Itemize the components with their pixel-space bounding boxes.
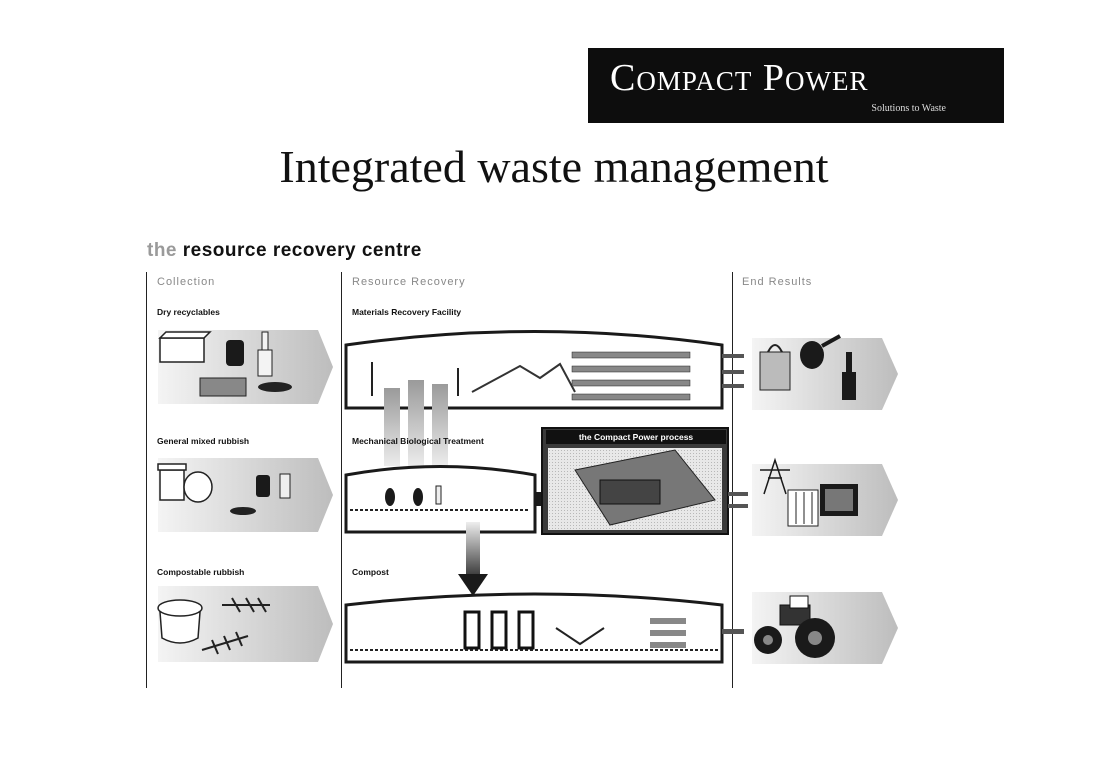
label-materials-recovery: Materials Recovery Facility (352, 307, 462, 317)
collection-arrow-compost (158, 586, 333, 662)
newspaper-icon (199, 377, 247, 397)
sorting-bays (571, 351, 691, 401)
pylon-icon (760, 457, 790, 495)
shopping-bag-icon (759, 344, 791, 391)
divider-right (732, 272, 733, 688)
column-end-results: End Results (742, 276, 813, 288)
compost-building (344, 592, 724, 664)
food-scraps-icon (230, 507, 256, 515)
tractor-icon (754, 595, 835, 658)
tree-icon (222, 597, 270, 613)
column-resource-recovery: Resource Recovery (352, 276, 466, 288)
radiator-icon (787, 489, 819, 527)
transfer-column-1 (384, 388, 400, 466)
label-mechanical-biological: Mechanical Biological Treatment (352, 436, 484, 446)
bin-icon (157, 463, 187, 501)
logo-tagline: Solutions to Waste (871, 103, 946, 114)
can-icon (226, 340, 244, 366)
divider-middle (341, 272, 342, 688)
watering-can-icon (800, 334, 841, 369)
label-general-mixed: General mixed rubbish (157, 436, 250, 446)
label-dry-recyclables: Dry recyclables (157, 307, 220, 317)
can-icon (256, 475, 270, 497)
divider-left (146, 272, 147, 688)
bottle-icon (257, 331, 273, 377)
fern-icon (201, 631, 249, 655)
bag-icon (183, 471, 213, 503)
label-compost: Compost (352, 567, 389, 577)
tv-icon (820, 484, 858, 516)
box-icon (158, 331, 212, 363)
wine-bottle-icon (842, 352, 856, 400)
compact-power-logo: Compact Power Solutions to Waste (588, 48, 1004, 123)
compost-bin-icon (157, 599, 203, 644)
down-transfer-column (466, 522, 480, 578)
transfer-column-3 (432, 384, 448, 466)
page-title: Integrated waste management (279, 141, 829, 192)
subtitle-rest: resource recovery centre (182, 240, 422, 261)
column-collection: Collection (157, 276, 216, 288)
food-scraps-icon (258, 382, 292, 392)
mrf-building (344, 330, 724, 410)
subtitle-prefix: the (147, 240, 177, 261)
output-arrows (722, 354, 748, 634)
compact-power-process-box (541, 427, 729, 535)
logo-name: Compact Power (610, 57, 869, 99)
down-arrow-head (458, 574, 488, 596)
transfer-column-2 (408, 380, 424, 466)
diagram-subtitle: the resource recovery centre (147, 240, 422, 262)
compact-power-process-label: the Compact Power process (546, 430, 726, 444)
label-compostable: Compostable rubbish (157, 567, 245, 577)
mbt-building (344, 465, 537, 534)
bottle-icon (279, 473, 291, 499)
compost-output-piles (650, 618, 686, 648)
